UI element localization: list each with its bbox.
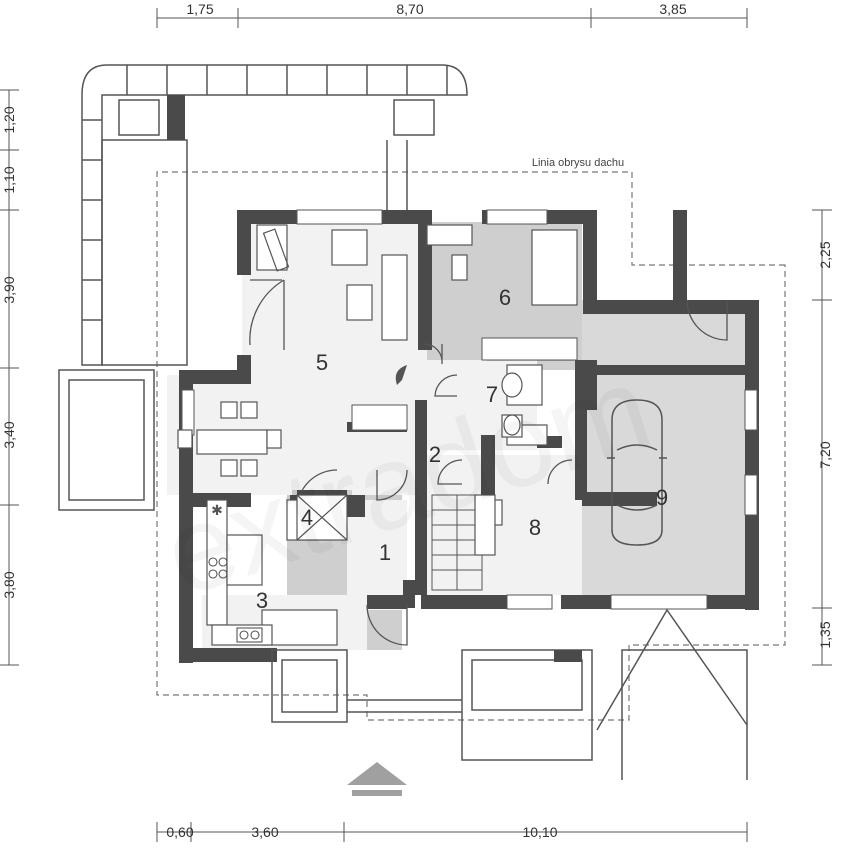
tv-icon (262, 228, 290, 272)
room-numbers: 1 2 3 4 5 6 7 8 9 (256, 285, 668, 613)
carport (461, 608, 748, 780)
pergola-post (167, 95, 185, 140)
pergola (81, 64, 468, 366)
dim-right-1: 2,25 (817, 241, 833, 268)
dim-bottom-2: 3,60 (251, 824, 278, 840)
dim-right-3: 1,35 (817, 621, 833, 648)
fireplace-icon (395, 365, 407, 385)
dim-bottom-3: 10,10 (522, 824, 557, 840)
entry-canopy (271, 649, 462, 723)
kitchen-cooktop-icon (208, 557, 228, 579)
room-number-5: 5 (316, 350, 328, 375)
terrace-slab (58, 369, 155, 511)
sink-icon (236, 627, 263, 643)
dimension-lines (0, 8, 832, 842)
room-number-8: 8 (529, 515, 541, 540)
room-number-4: 4 (301, 505, 313, 530)
room-number-2: 2 (429, 442, 441, 467)
bathroom-fixtures (501, 364, 543, 438)
room-number-7: 7 (486, 382, 498, 407)
floor-plan-drawing: ✱ (0, 8, 832, 842)
dim-bottom-1: 0,60 (166, 824, 193, 840)
dim-left-4: 3,40 (1, 421, 17, 448)
fridge-icon: ✱ (211, 503, 223, 519)
dim-top-3: 3,85 (659, 1, 686, 17)
boiler-room (296, 494, 496, 556)
dim-left-5: 3,80 (1, 571, 17, 598)
room-number-6: 6 (499, 285, 511, 310)
dim-top-1: 1,75 (186, 1, 213, 17)
wardrobe (351, 337, 578, 431)
room-number-9: 9 (656, 485, 668, 510)
dim-right-2: 7,20 (817, 441, 833, 468)
car-icon (607, 399, 667, 546)
dim-left-1: 1,20 (1, 106, 17, 133)
room-number-3: 3 (256, 588, 268, 613)
room-number-1: 1 (379, 540, 391, 565)
windows (181, 209, 758, 610)
dimension-labels: 1,75 8,70 3,85 0,60 3,60 10,10 1,20 1,10… (1, 1, 833, 840)
dim-left-3: 3,90 (1, 276, 17, 303)
roof-outline (156, 171, 786, 721)
roof-outline-label: Linia obrysu dachu (532, 157, 624, 169)
dim-top-2: 8,70 (396, 1, 423, 17)
entry-arrow-icon (347, 762, 407, 785)
dim-left-2: 1,10 (1, 166, 17, 193)
